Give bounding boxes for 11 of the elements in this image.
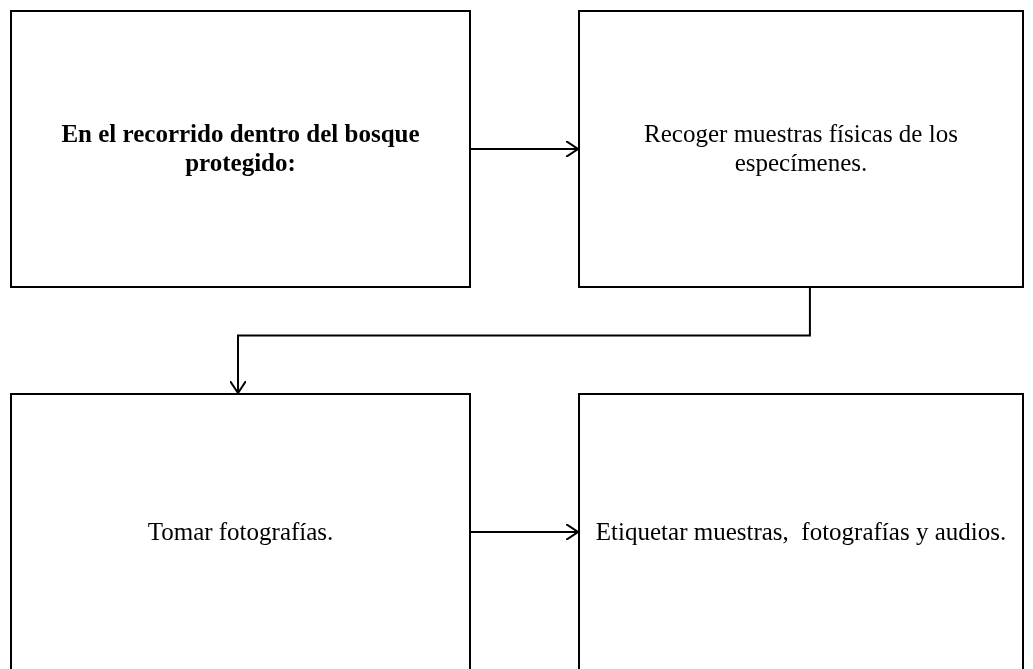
arrow	[470, 140, 579, 158]
box-text: Tomar fotografías.	[147, 517, 334, 547]
process-box	[578, 393, 1024, 669]
arrow	[229, 287, 811, 394]
arrow	[470, 523, 579, 541]
process-box	[10, 393, 471, 669]
box-text: Etiquetar muestras, fotografías y audios.	[595, 517, 1007, 547]
process-box	[10, 10, 471, 288]
box-text: Recoger muestras físicas de los especímenes.	[643, 120, 959, 178]
process-box	[578, 10, 1024, 288]
box-text: En el recorrido dentro del bosque protegido:	[60, 120, 421, 178]
